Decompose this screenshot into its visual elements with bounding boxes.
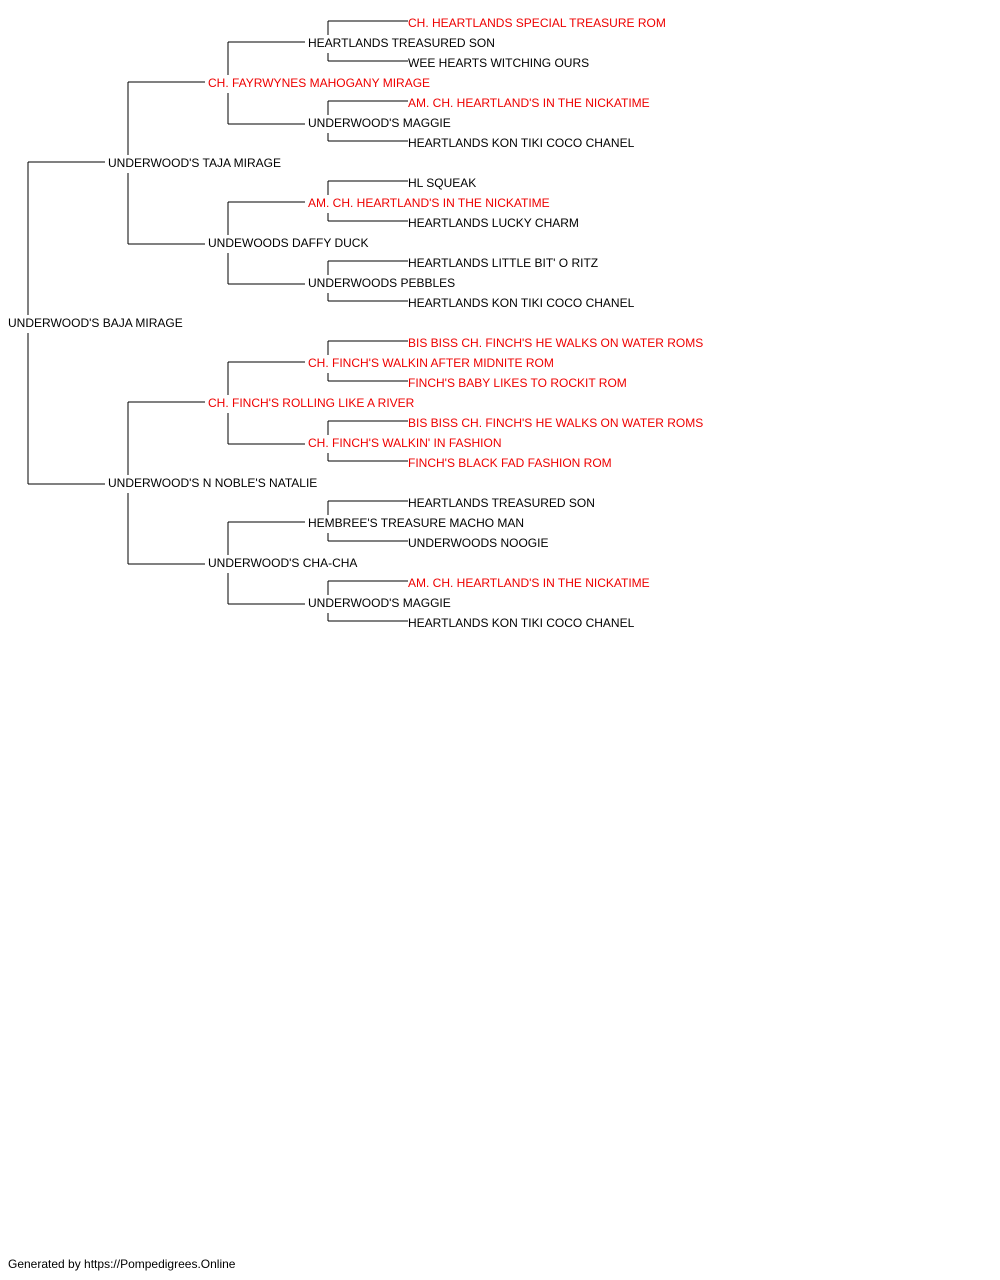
dog-name: UNDERWOOD'S MAGGIE: [308, 116, 451, 130]
dog-name: HEMBREE'S TREASURE MACHO MAN: [308, 516, 524, 530]
dog-name: BIS BISS CH. FINCH'S HE WALKS ON WATER R…: [408, 416, 703, 430]
dog-name: CH. FINCH'S WALKIN AFTER MIDNITE ROM: [308, 356, 554, 370]
dog-name: CH. HEARTLANDS SPECIAL TREASURE ROM: [408, 16, 666, 30]
dog-name: CH. FINCH'S WALKIN' IN FASHION: [308, 436, 502, 450]
dog-name: HEARTLANDS KON TIKI COCO CHANEL: [408, 296, 635, 310]
dog-name: CH. FAYRWYNES MAHOGANY MIRAGE: [208, 76, 430, 90]
dog-name: WEE HEARTS WITCHING OURS: [408, 56, 589, 70]
dog-name: AM. CH. HEARTLAND'S IN THE NICKATIME: [408, 576, 650, 590]
footer-credit: Generated by https://Pompedigrees.Online: [8, 1257, 236, 1271]
dog-name: HEARTLANDS KON TIKI COCO CHANEL: [408, 136, 635, 150]
dog-name: UNDERWOOD'S CHA-CHA: [208, 556, 357, 570]
dog-name: HEARTLANDS TREASURED SON: [308, 36, 495, 50]
dog-name: BIS BISS CH. FINCH'S HE WALKS ON WATER R…: [408, 336, 703, 350]
dog-name: UNDERWOOD'S BAJA MIRAGE: [8, 316, 183, 330]
dog-name: UNDEWOODS DAFFY DUCK: [208, 236, 368, 250]
dog-name: HL SQUEAK: [408, 176, 476, 190]
dog-name: UNDERWOOD'S TAJA MIRAGE: [108, 156, 281, 170]
dog-name: FINCH'S BLACK FAD FASHION ROM: [408, 456, 612, 470]
dog-name: UNDERWOODS NOOGIE: [408, 536, 548, 550]
dog-name: HEARTLANDS LITTLE BIT' O RITZ: [408, 256, 598, 270]
dog-name: AM. CH. HEARTLAND'S IN THE NICKATIME: [408, 96, 650, 110]
dog-name: CH. FINCH'S ROLLING LIKE A RIVER: [208, 396, 415, 410]
dog-name: HEARTLANDS LUCKY CHARM: [408, 216, 579, 230]
dog-name: UNDERWOODS PEBBLES: [308, 276, 455, 290]
dog-name: AM. CH. HEARTLAND'S IN THE NICKATIME: [308, 196, 550, 210]
dog-name: UNDERWOOD'S N NOBLE'S NATALIE: [108, 476, 317, 490]
dog-name: FINCH'S BABY LIKES TO ROCKIT ROM: [408, 376, 627, 390]
dog-name: HEARTLANDS KON TIKI COCO CHANEL: [408, 616, 635, 630]
dog-name: HEARTLANDS TREASURED SON: [408, 496, 595, 510]
dog-name: UNDERWOOD'S MAGGIE: [308, 596, 451, 610]
